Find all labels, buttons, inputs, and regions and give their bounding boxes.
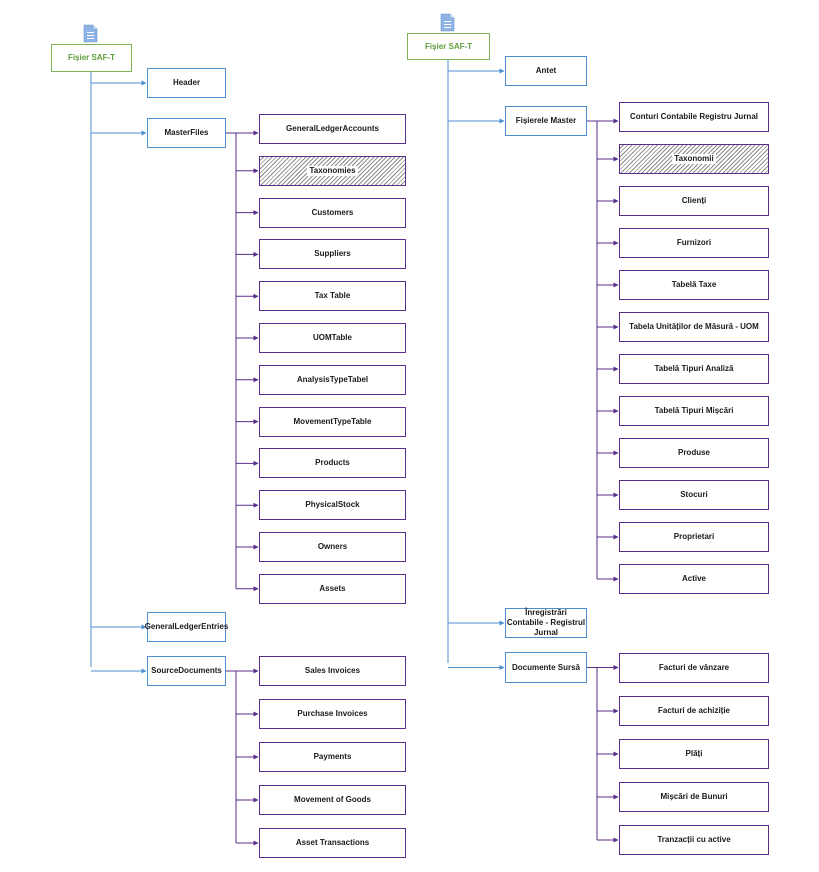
- romanian-source-item-facturi-de-achizitie-label: Facturi de achiziție: [657, 706, 731, 715]
- romanian-source-documents-box: Documente Sursă: [505, 652, 587, 683]
- romanian-master-item-tabela-tipuri-miscari: Tabelă Tipuri Mișcări: [619, 396, 769, 426]
- english-source-item-payments-label: Payments: [313, 752, 352, 761]
- romanian-master-item-produse-label: Produse: [677, 448, 710, 457]
- english-master-item-taxonomies: Taxonomies: [259, 155, 406, 186]
- romanian-master-item-taxonomii: Taxonomii: [619, 144, 769, 174]
- english-master-item-products-label: Products: [315, 458, 350, 468]
- english-master-files-box-label: MasterFiles: [164, 128, 209, 137]
- romanian-source-item-tranzactii-cu-active: Tranzacții cu active: [619, 825, 769, 855]
- english-master-item-customers-label: Customers: [311, 207, 354, 217]
- english-master-item-tax-table: Tax Table: [259, 281, 406, 312]
- romanian-document-icon: [440, 13, 455, 32]
- english-master-item-analysistypetabel-label: AnalysisTypeTabel: [296, 374, 369, 384]
- english-master-item-generalledgeraccounts-label: GeneralLedgerAccounts: [286, 124, 379, 133]
- romanian-header-box-label: Antet: [535, 66, 557, 75]
- english-master-item-customers: Customers: [259, 197, 406, 228]
- english-master-item-physicalstock-label: PhysicalStock: [305, 500, 360, 510]
- english-master-item-generalledgeraccounts: GeneralLedgerAccounts: [259, 114, 406, 144]
- english-master-item-products: Products: [259, 448, 406, 479]
- romanian-master-files-box-label: Fișierele Master: [515, 116, 577, 125]
- romanian-master-item-tabela-tipuri-analiza: Tabelă Tipuri Analiză: [619, 354, 769, 384]
- english-master-item-owners: Owners: [259, 532, 406, 562]
- romanian-source-item-plati: Plăți: [619, 739, 769, 769]
- romanian-master-item-produse: Produse: [619, 438, 769, 468]
- english-master-item-movementtypetable-label: MovementTypeTable: [293, 416, 372, 426]
- english-source-item-asset-transactions: Asset Transactions: [259, 828, 406, 858]
- english-header-box: Header: [147, 68, 226, 98]
- romanian-master-item-tabela-tipuri-miscari-label: Tabelă Tipuri Mișcări: [654, 406, 734, 415]
- english-master-item-uomtable: UOMTable: [259, 323, 406, 353]
- romanian-header-box: Antet: [505, 56, 587, 86]
- romanian-general-ledger-entries-box: Înregistrări Contabile - Registrul Jurna…: [505, 608, 587, 638]
- romanian-master-item-conturi-contabile-registru-jurnal-label: Conturi Contabile Registru Jurnal: [629, 112, 758, 121]
- english-source-item-purchase-invoices: Purchase Invoices: [259, 699, 406, 729]
- english-source-item-asset-transactions-label: Asset Transactions: [295, 838, 370, 847]
- english-master-item-suppliers-label: Suppliers: [314, 249, 351, 259]
- english-master-item-assets-label: Assets: [319, 583, 346, 593]
- english-master-item-analysistypetabel: AnalysisTypeTabel: [259, 364, 406, 395]
- romanian-master-item-tabela-unitatilor-de-masura-uom: Tabela Unităților de Măsură - UOM: [619, 312, 769, 342]
- english-master-item-uomtable-label: UOMTable: [313, 333, 352, 342]
- romanian-general-ledger-entries-box-label: Înregistrări Contabile - Registrul Jurna…: [506, 608, 586, 637]
- romanian-master-item-furnizori: Furnizori: [619, 228, 769, 258]
- english-header-box-label: Header: [172, 78, 201, 87]
- english-source-item-movement-of-goods-label: Movement of Goods: [294, 795, 371, 804]
- english-root-box: Fișier SAF-T: [51, 44, 132, 72]
- romanian-master-item-proprietari: Proprietari: [619, 522, 769, 552]
- english-master-item-assets: Assets: [259, 573, 406, 604]
- romanian-master-item-proprietari-label: Proprietari: [673, 532, 715, 541]
- english-master-files-box: MasterFiles: [147, 118, 226, 148]
- romanian-source-item-plati-label: Plăți: [685, 749, 703, 758]
- english-master-item-suppliers: Suppliers: [259, 239, 406, 270]
- english-source-item-sales-invoices-label: Sales Invoices: [304, 666, 361, 675]
- romanian-master-item-active-label: Active: [681, 574, 706, 583]
- romanian-source-documents-box-label: Documente Sursă: [511, 662, 581, 672]
- romanian-master-files-box: Fișierele Master: [505, 106, 587, 136]
- romanian-master-item-taxonomii-label: Taxonomii: [672, 154, 716, 164]
- romanian-source-item-miscari-de-bunuri: Mișcări de Bunuri: [619, 782, 769, 812]
- romanian-source-item-facturi-de-vanzare-label: Facturi de vânzare: [658, 663, 730, 672]
- romanian-master-item-tabela-tipuri-analiza-label: Tabelă Tipuri Analiză: [654, 364, 734, 373]
- romanian-master-item-tabela-taxe-label: Tabelă Taxe: [671, 280, 717, 289]
- romanian-master-item-tabela-taxe: Tabelă Taxe: [619, 270, 769, 300]
- romanian-source-item-tranzactii-cu-active-label: Tranzacții cu active: [657, 835, 731, 844]
- english-root-box-label: Fișier SAF-T: [67, 53, 116, 62]
- english-master-item-movementtypetable: MovementTypeTable: [259, 406, 406, 437]
- english-general-ledger-entries-box: GeneralLedgerEntries: [144, 612, 229, 642]
- romanian-master-item-clienti: Clienți: [619, 186, 769, 216]
- romanian-master-item-furnizori-label: Furnizori: [676, 238, 712, 247]
- romanian-master-item-tabela-unitatilor-de-masura-uom-label: Tabela Unităților de Măsură - UOM: [629, 322, 759, 331]
- english-master-item-taxonomies-label: Taxonomies: [307, 165, 358, 176]
- english-source-documents-box: SourceDocuments: [147, 656, 226, 686]
- romanian-master-item-active: Active: [619, 564, 769, 594]
- english-document-icon: [83, 24, 98, 43]
- english-general-ledger-entries-box-label: GeneralLedgerEntries: [144, 622, 229, 631]
- romanian-source-item-miscari-de-bunuri-label: Mișcări de Bunuri: [660, 792, 728, 801]
- english-source-item-movement-of-goods: Movement of Goods: [259, 785, 406, 815]
- romanian-master-item-conturi-contabile-registru-jurnal: Conturi Contabile Registru Jurnal: [619, 102, 769, 132]
- romanian-master-item-clienti-label: Clienți: [681, 196, 707, 205]
- romanian-source-item-facturi-de-vanzare: Facturi de vânzare: [619, 653, 769, 683]
- english-source-item-purchase-invoices-label: Purchase Invoices: [297, 709, 368, 718]
- romanian-master-item-stocuri: Stocuri: [619, 480, 769, 510]
- romanian-master-item-stocuri-label: Stocuri: [680, 490, 708, 499]
- romanian-root-box-label: Fișier SAF-T: [424, 41, 473, 51]
- english-master-item-tax-table-label: Tax Table: [314, 291, 351, 301]
- english-master-item-physicalstock: PhysicalStock: [259, 490, 406, 521]
- english-source-item-sales-invoices: Sales Invoices: [259, 656, 406, 686]
- english-master-item-owners-label: Owners: [317, 542, 348, 551]
- english-source-item-payments: Payments: [259, 742, 406, 772]
- english-source-documents-box-label: SourceDocuments: [151, 666, 222, 675]
- romanian-root-box: Fișier SAF-T: [407, 33, 490, 60]
- romanian-source-item-facturi-de-achizitie: Facturi de achiziție: [619, 696, 769, 726]
